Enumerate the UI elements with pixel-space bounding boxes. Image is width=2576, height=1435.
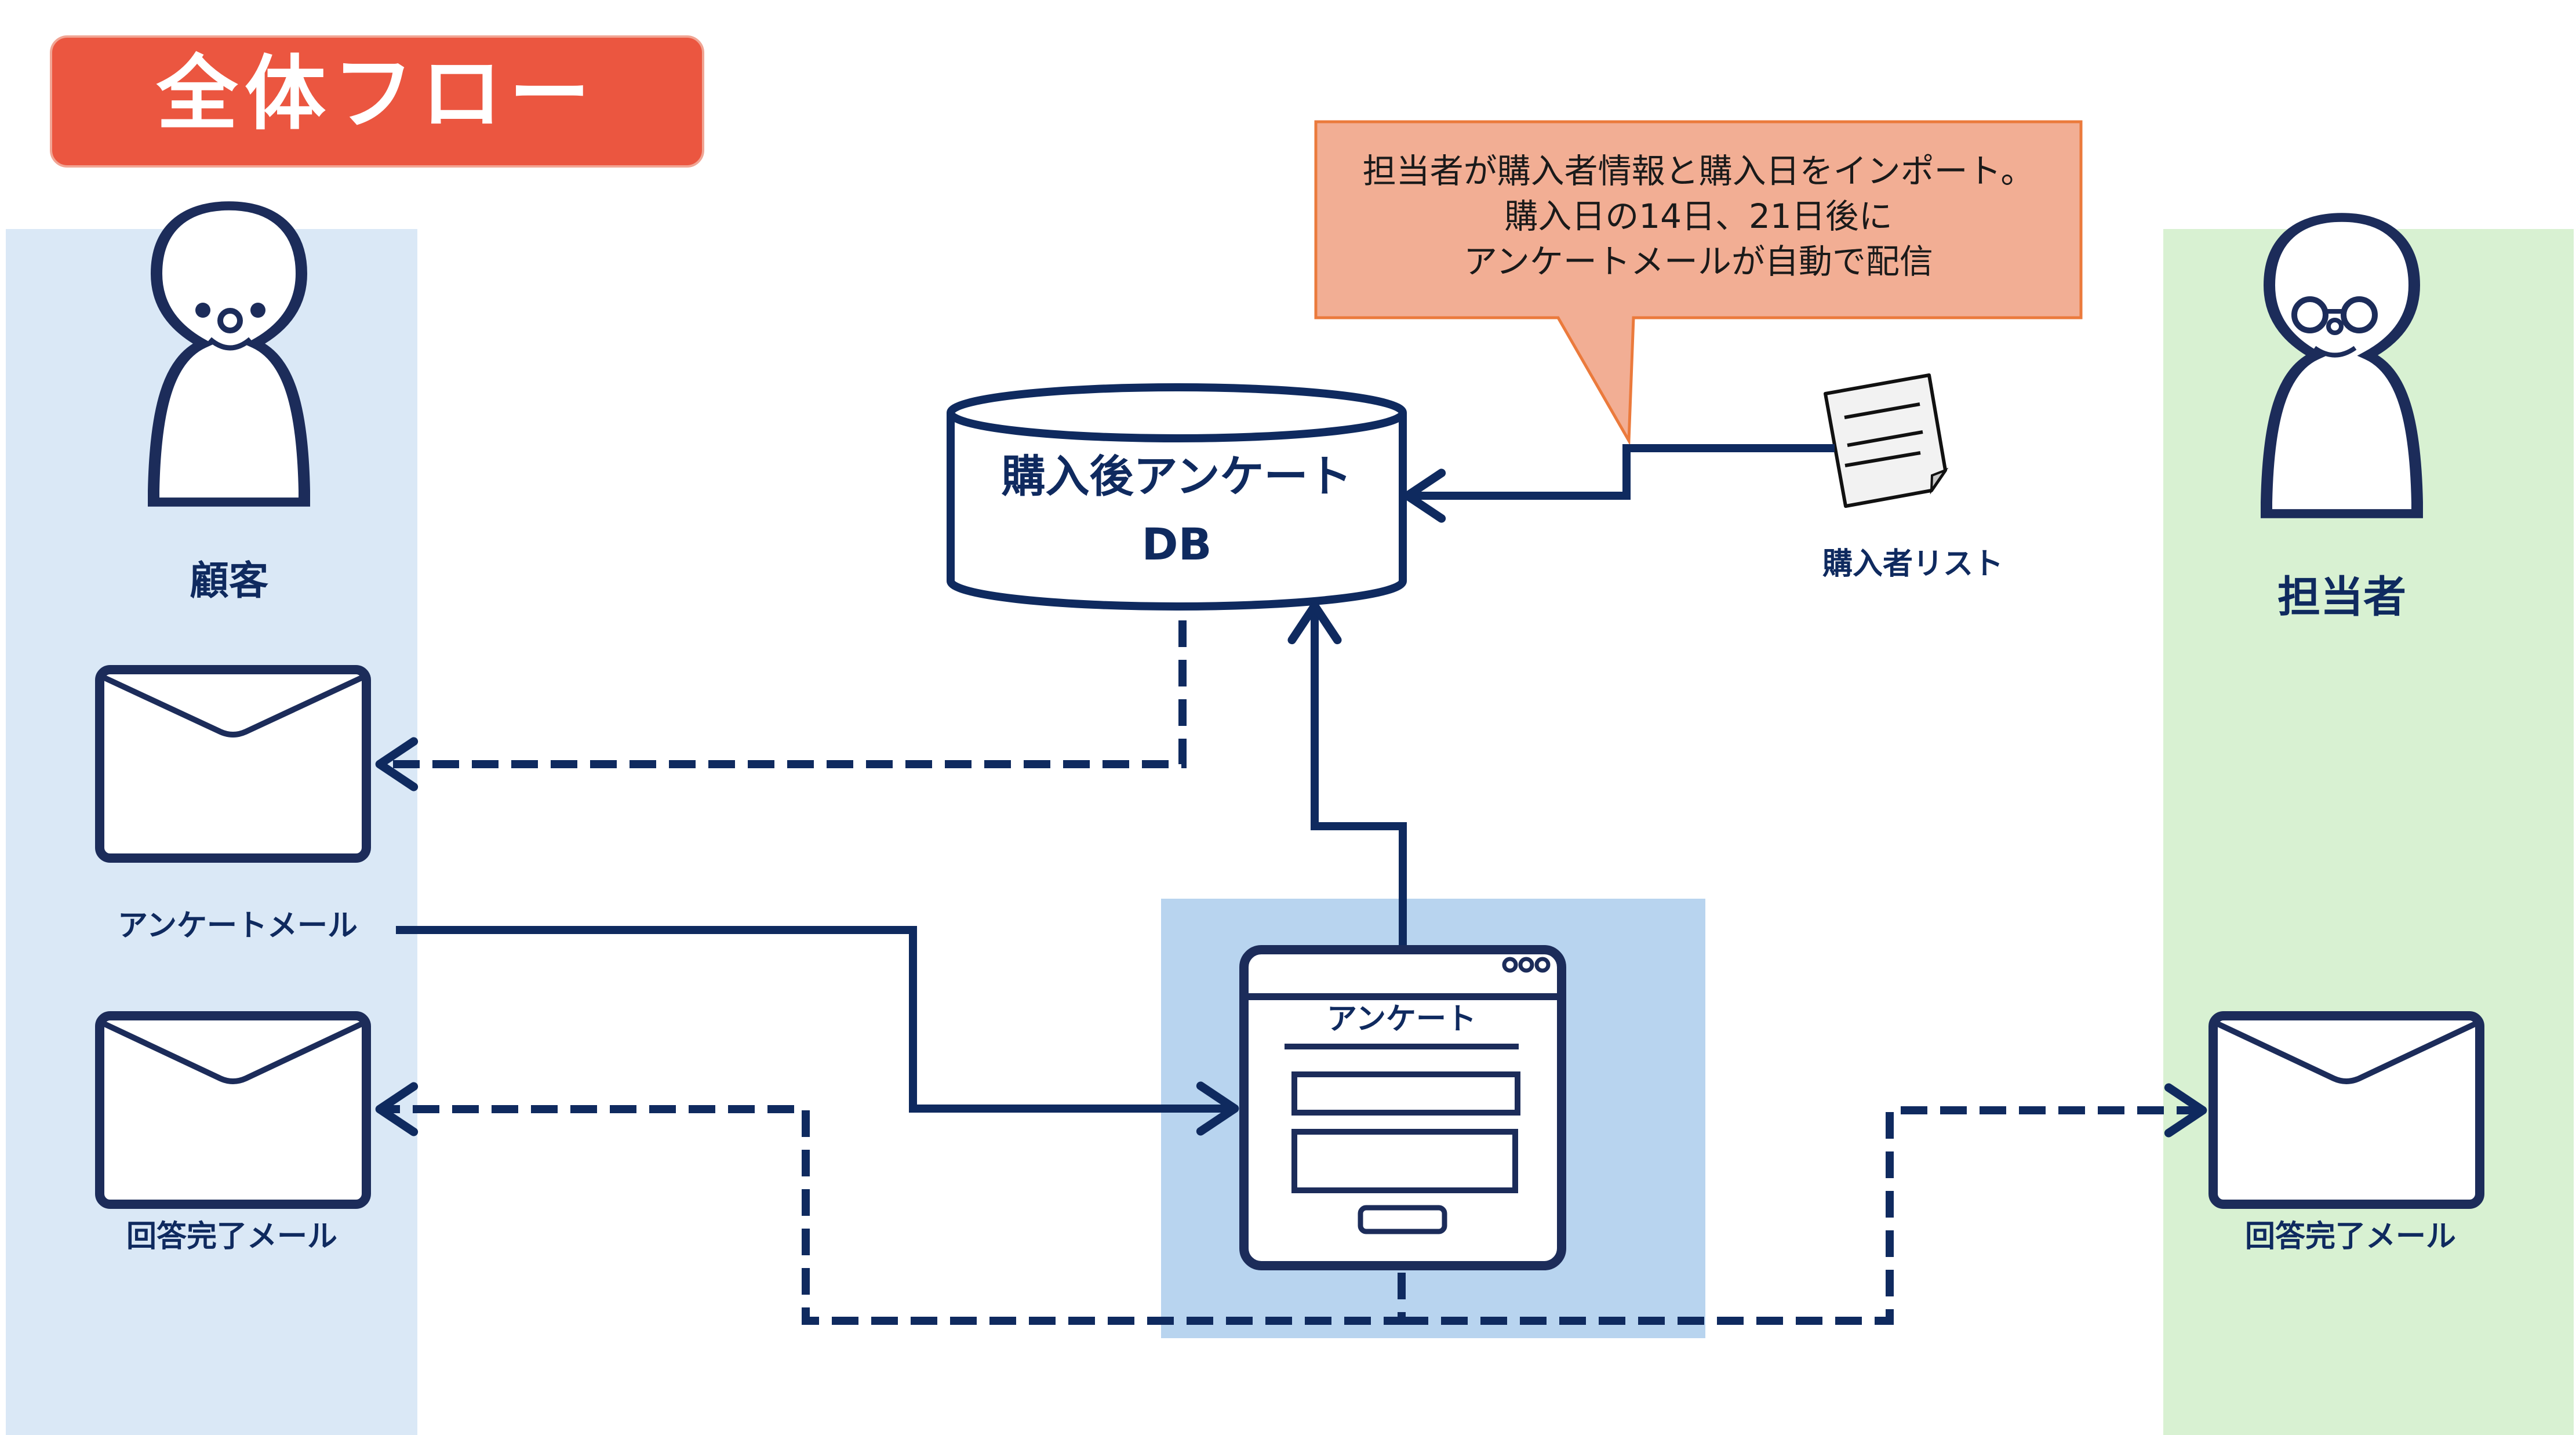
survey-mail-envelope-icon	[95, 665, 371, 863]
title-banner: 全体フロー	[50, 35, 704, 168]
form-to-completion-mail-connector	[375, 1082, 1406, 1325]
customer-label: 顧客	[190, 558, 268, 604]
form-to-db-connector	[1287, 601, 1407, 949]
window-dot-icon	[1534, 957, 1551, 973]
customer-figure-icon	[148, 201, 310, 507]
completion-mail-label-customer: 回答完了メール	[126, 1219, 337, 1254]
callout-line-3: アンケートメールが自動で配信	[1464, 242, 1933, 281]
database-label-line1: 購入後アンケート	[1002, 451, 1352, 502]
staff-figure-icon	[2261, 213, 2423, 518]
import-callout: 担当者が購入者情報と購入日をインポート。 購入日の14日、21日後に アンケート…	[1314, 120, 2083, 446]
completion-mail-envelope-icon	[95, 1011, 371, 1209]
window-dot-icon	[1502, 957, 1518, 973]
document-icon	[1824, 373, 1949, 508]
window-dot-icon	[1518, 957, 1534, 973]
callout-line-2: 購入日の14日、21日後に	[1504, 197, 1893, 236]
import-connector	[1403, 444, 1835, 523]
form-submit-button	[1358, 1205, 1447, 1234]
page-title: 全体フロー	[156, 47, 597, 141]
survey-mail-to-form-connector	[396, 926, 1239, 1136]
purchaser-list-label: 購入者リスト	[1822, 547, 2003, 582]
database-label-line2: DB	[1141, 518, 1211, 570]
survey-mail-label: アンケートメール	[118, 909, 358, 943]
form-to-staff-completion-mail-connector	[1402, 1083, 2207, 1325]
form-textarea-field	[1291, 1129, 1518, 1193]
browser-window-icon: アンケート	[1239, 945, 1566, 1270]
form-input-field	[1291, 1071, 1520, 1116]
survey-database: 購入後アンケート DB	[947, 383, 1407, 611]
staff-completion-mail-envelope-icon	[2208, 1011, 2484, 1209]
db-to-survey-mail-connector	[375, 620, 1187, 791]
staff-label: 担当者	[2277, 572, 2406, 622]
survey-form-title: アンケート	[1327, 1002, 1476, 1037]
completion-mail-label-staff: 回答完了メール	[2245, 1219, 2456, 1254]
callout-line-1: 担当者が購入者情報と購入日をインポート。	[1363, 151, 2035, 191]
